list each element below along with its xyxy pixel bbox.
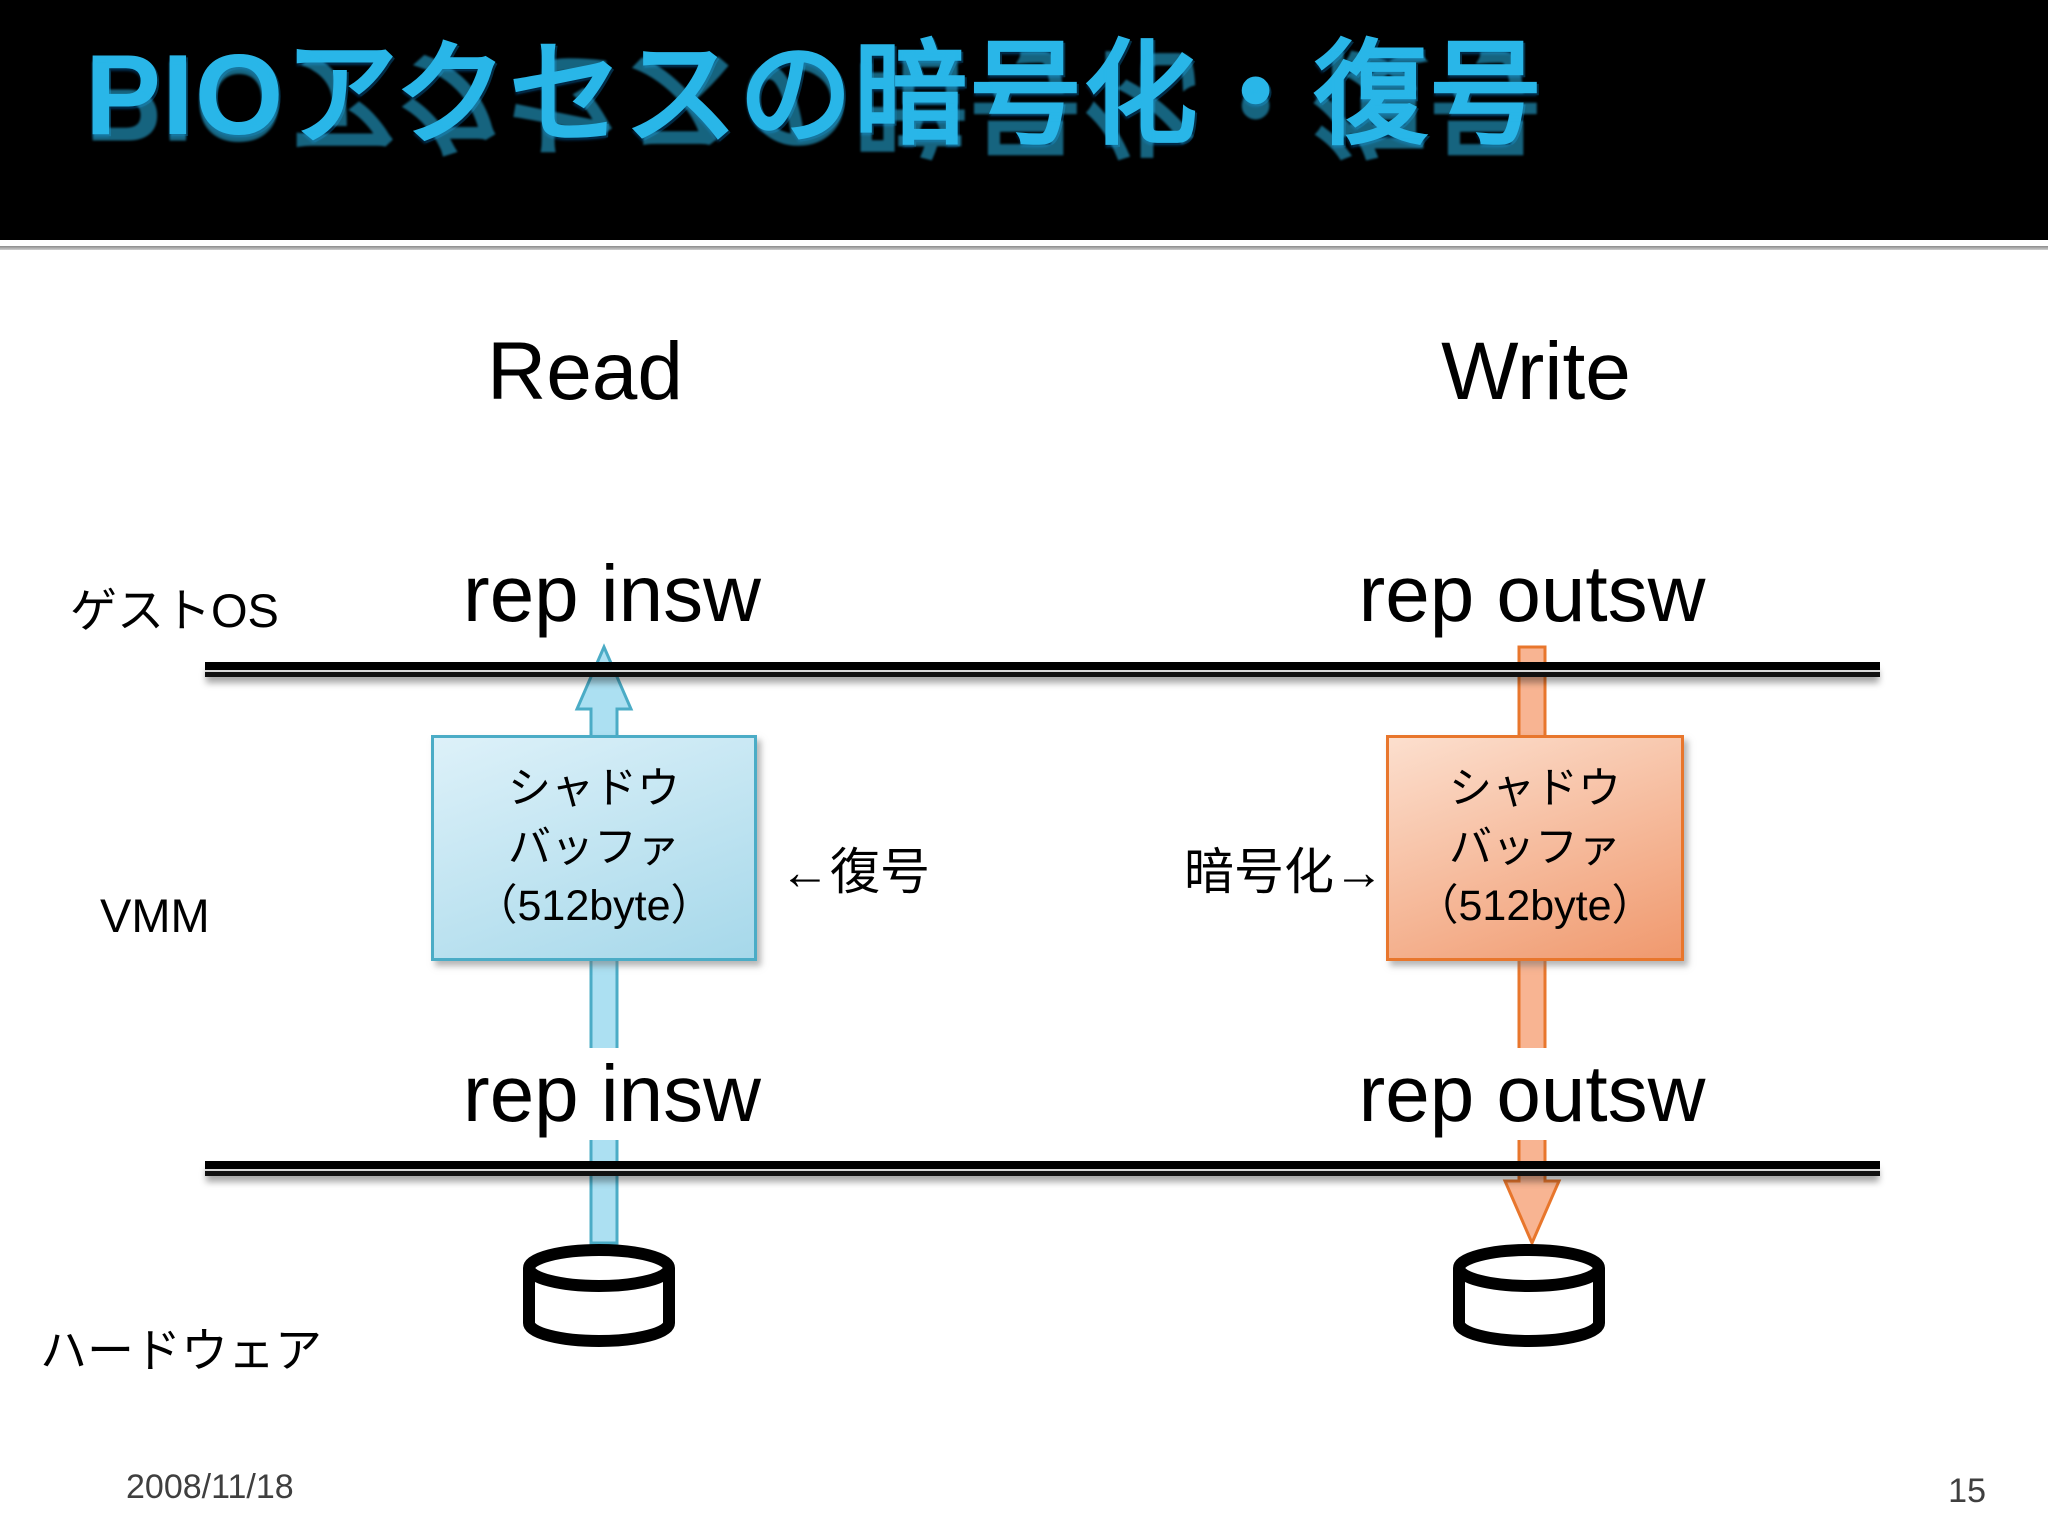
write-shadow-buffer-box: シャドウ バッファ （512byte） bbox=[1386, 735, 1684, 961]
page-number: 15 bbox=[1948, 1472, 1986, 1510]
buffer-text-line: バッファ bbox=[508, 823, 680, 872]
buffer-text-line: シャドウ bbox=[508, 765, 680, 814]
buffer-text-line: シャドウ bbox=[1449, 765, 1621, 814]
vmm-hardware-divider-line bbox=[205, 1161, 1880, 1176]
disk-cylinder-icon-read bbox=[523, 1244, 675, 1347]
banner-divider-rule bbox=[0, 246, 2048, 250]
write-guest-instruction: rep outsw bbox=[1322, 548, 1742, 640]
layer-label-guest-os: ゲストOS bbox=[70, 584, 279, 637]
encrypt-annotation: 暗号化→ bbox=[1184, 844, 1384, 900]
title-reflection-fade bbox=[0, 166, 2048, 240]
footer-date: 2008/11/18 bbox=[126, 1468, 294, 1506]
read-column-header: Read bbox=[486, 326, 684, 417]
guest-vmm-divider-line bbox=[205, 662, 1880, 677]
buffer-text-line: （512byte） bbox=[1415, 882, 1655, 931]
buffer-text-line: バッファ bbox=[1449, 823, 1621, 872]
slide-title: PIOアクセスの暗号化・復号 bbox=[85, 32, 1544, 159]
layer-label-vmm: VMM bbox=[100, 889, 210, 942]
decrypt-annotation: ←復号 bbox=[780, 844, 930, 900]
slide-title-reflection: PIOアクセスの暗号化・復号 bbox=[85, 37, 1544, 164]
read-guest-instruction: rep insw bbox=[402, 548, 822, 640]
disk-cylinder-icon-write bbox=[1453, 1244, 1605, 1347]
write-hardware-instruction: rep outsw bbox=[1322, 1048, 1742, 1140]
layer-label-hardware: ハードウェア bbox=[40, 1324, 322, 1377]
write-column-header: Write bbox=[1441, 326, 1631, 417]
title-banner: PIOアクセスの暗号化・復号 PIOアクセスの暗号化・復号 bbox=[0, 0, 2048, 240]
read-shadow-buffer-box: シャドウ バッファ （512byte） bbox=[431, 735, 757, 961]
buffer-text-line: （512byte） bbox=[474, 882, 714, 931]
read-hardware-instruction: rep insw bbox=[402, 1048, 822, 1140]
